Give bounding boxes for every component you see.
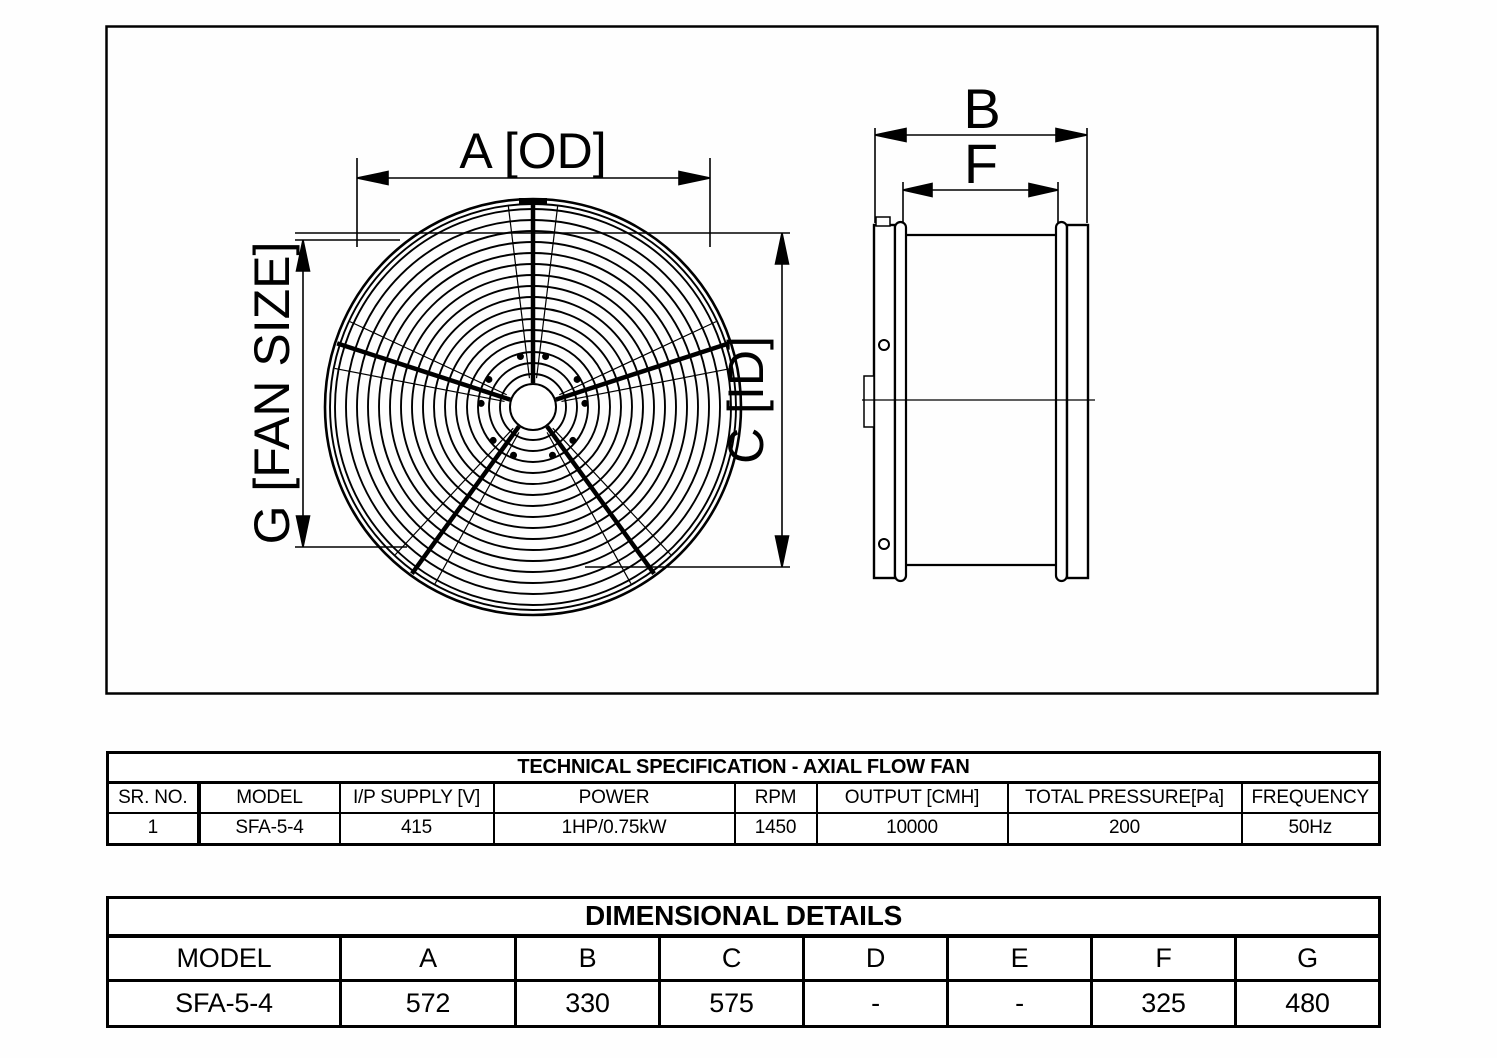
left-flange: [872, 223, 897, 580]
spec-value-output: 10000: [815, 811, 1009, 846]
spec-value-rpm: 1450: [733, 811, 818, 846]
dimensional-details-table: DIMENSIONAL DETAILS MODEL A B C D E F G …: [105, 896, 1382, 1028]
dim-value-a: 572: [339, 979, 517, 1028]
dim-value-c: 575: [658, 979, 805, 1028]
front-view-dimension-lines: [295, 158, 790, 568]
fan-guard-front-view: [323, 197, 743, 617]
left-ring-bar: [893, 220, 908, 583]
fan-side-view: [862, 216, 1095, 583]
technical-specification-table: TECHNICAL SPECIFICATION - AXIAL FLOW FAN…: [106, 751, 1381, 846]
dim-header-b: B: [514, 934, 661, 982]
spec-header-sr-no: SR. NO.: [106, 781, 201, 814]
dim-value-e: -: [946, 979, 1093, 1028]
top-clip: [875, 216, 891, 227]
spec-header-model: MODEL: [197, 781, 341, 814]
dim-label-b: B: [963, 77, 1001, 140]
dim-label-c-id: C [ID]: [718, 336, 774, 464]
dim-header-model: MODEL: [106, 934, 342, 982]
dim-label-f: F: [963, 132, 999, 195]
dim-header-d: D: [802, 934, 949, 982]
dim-header-a: A: [339, 934, 517, 982]
dim-value-f: 325: [1090, 979, 1237, 1028]
spec-header-ip-supply: I/P SUPPLY [V]: [338, 781, 495, 814]
flange-hole: [878, 538, 890, 550]
dim-label-g-fan-size: G [FAN SIZE]: [244, 241, 300, 545]
dim-header-g: G: [1233, 934, 1382, 982]
dim-value-d: -: [802, 979, 949, 1028]
spec-header-total-pressure: TOTAL PRESSURE[Pa]: [1006, 781, 1243, 814]
dim-header-e: E: [946, 934, 1093, 982]
dim-header-c: C: [658, 934, 805, 982]
drawing-canvas: [105, 25, 1379, 695]
spec-header-output: OUTPUT [CMH]: [815, 781, 1009, 814]
spec-value-total-pressure: 200: [1006, 811, 1243, 846]
drawing-border: [105, 25, 1379, 695]
dim-value-model: SFA-5-4: [106, 979, 342, 1028]
dimensional-table-row: SFA-5-4 572 330 575 - - 325 480: [106, 979, 1382, 1028]
spec-header-rpm: RPM: [733, 781, 818, 814]
spec-header-power: POWER: [492, 781, 736, 814]
spec-header-frequency: FREQUENCY: [1240, 781, 1381, 814]
dim-value-b: 330: [514, 979, 661, 1028]
flange-hole: [878, 339, 890, 351]
dim-label-a-od: A [OD]: [459, 123, 607, 179]
spec-value-model: SFA-5-4: [197, 811, 341, 846]
dim-header-f: F: [1090, 934, 1237, 982]
side-tab: [863, 375, 875, 428]
spec-value-frequency: 50Hz: [1240, 811, 1381, 846]
right-flange: [1065, 223, 1090, 580]
spec-value-ip-supply: 415: [338, 811, 495, 846]
spec-table-row: 1 SFA-5-4 415 1HP/0.75kW 1450 10000 200 …: [106, 811, 1381, 846]
spec-table-title: TECHNICAL SPECIFICATION - AXIAL FLOW FAN: [106, 751, 1381, 784]
right-ring-bar: [1054, 220, 1069, 583]
dimensional-table-title: DIMENSIONAL DETAILS: [105, 896, 1382, 938]
spec-value-power: 1HP/0.75kW: [492, 811, 736, 846]
dim-value-g: 480: [1233, 979, 1382, 1028]
technical-drawing: A [OD] G [FAN SIZE] C [ID] B F: [105, 25, 1379, 695]
spec-value-sr-no: 1: [106, 811, 201, 846]
